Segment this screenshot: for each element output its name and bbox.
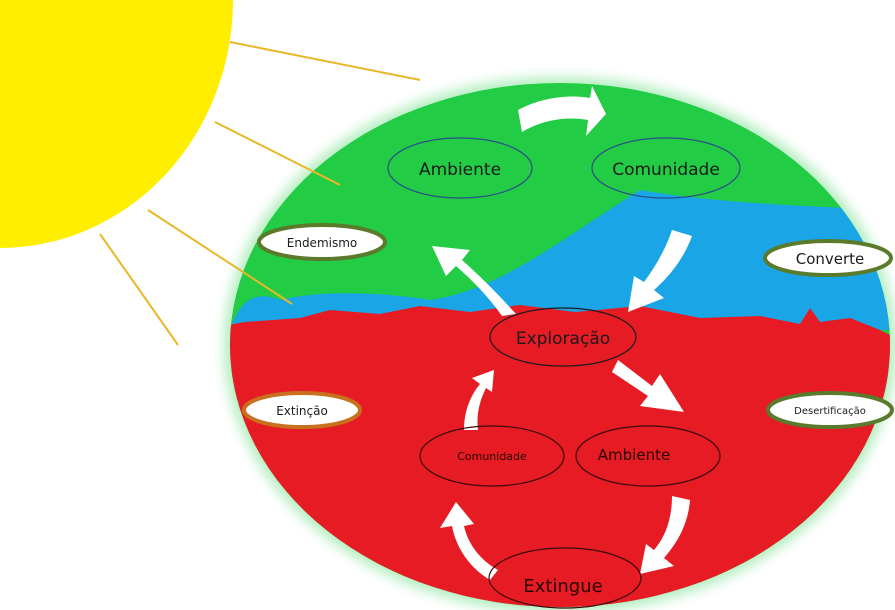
badge-converte: Converte [763,239,893,277]
badge-ellipse [766,391,894,429]
node-ellipse [591,137,741,199]
node-ambiente-top: Ambiente [387,137,533,199]
node-ellipse [488,547,642,609]
badge-ellipse [763,239,893,277]
badge-endemismo: Endemismo [257,223,387,261]
node-label: Ambiente [598,446,670,464]
sun [0,0,421,346]
arrow-curved-right-top [518,86,606,136]
sun-ray [99,233,179,346]
sun-ray [147,209,293,305]
arrow-curved-down-right [628,230,692,312]
arrows [432,86,692,580]
badge-label: Extinção [276,404,328,418]
sun-ray [214,121,341,186]
node-label: Comunidade [457,450,527,463]
arrow-curved-up-left-bottom [440,502,498,580]
arrow-curved-up-left [432,246,516,316]
node-ambiente-bottom: Ambiente [575,425,721,487]
badge-ellipse [242,391,362,429]
arrow-curved-down-left [640,496,690,574]
node-ellipse [575,425,721,487]
node-label: Extingue [523,576,602,597]
node-ellipse [419,425,565,487]
badge-label: Desertificação [794,406,866,417]
badge-desertificacao: Desertificação [766,391,894,429]
globe [224,77,895,610]
node-comunidade-bottom: Comunidade [419,425,565,487]
badge-ellipse [257,223,387,261]
arrow-curved-up-right [464,370,494,430]
arrow-down-right [612,360,684,412]
node-label: Exploração [516,329,610,349]
node-label: Comunidade [612,160,720,180]
sun-disc [0,0,233,248]
badge-extincao: Extinção [242,391,362,429]
red-zone [230,305,890,607]
badge-label: Converte [796,250,865,268]
node-comunidade-top: Comunidade [591,137,741,199]
badge-label: Endemismo [287,236,358,250]
sun-ray [229,41,421,81]
node-extingue: Extingue [488,547,642,609]
node-label: Ambiente [419,160,501,180]
node-exploracao: Exploração [489,307,637,367]
node-ellipse [489,307,637,367]
node-ellipse [387,137,533,199]
blue-zone [230,190,890,330]
